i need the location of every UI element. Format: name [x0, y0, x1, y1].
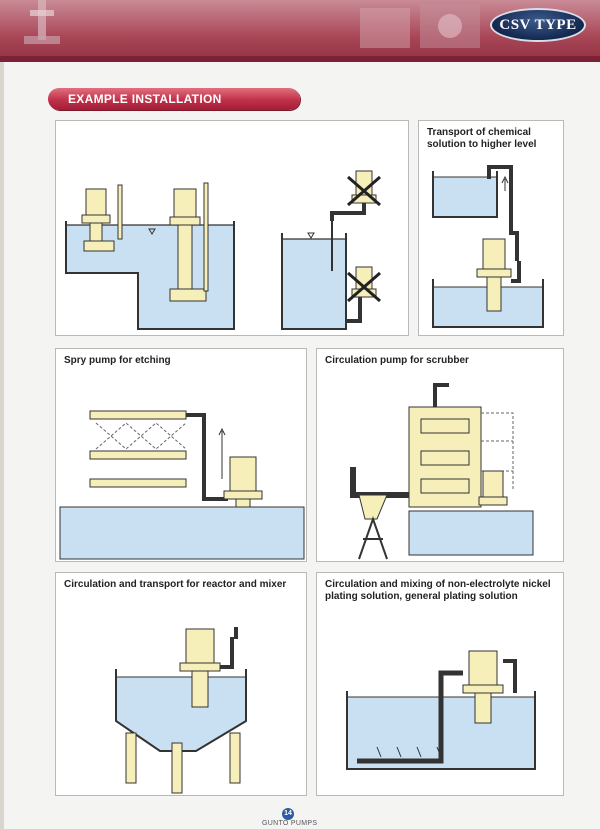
- header-equipment-image: [360, 4, 480, 48]
- nickel-plating-diagram: [346, 650, 536, 770]
- etching-tank: [59, 506, 305, 560]
- installation-comparison-diagram: [65, 170, 381, 330]
- scrubber-diagram: [350, 383, 534, 560]
- upper-tank: [432, 176, 498, 218]
- reactor-mixer-diagram: [115, 627, 247, 794]
- pump-motor-2: [173, 188, 197, 218]
- scrubber-tower: [408, 406, 482, 508]
- section-title: EXAMPLE INSTALLATION: [48, 88, 300, 110]
- reactor-pump-motor: [185, 628, 215, 664]
- scrubber-tank: [408, 510, 534, 556]
- panel-nickel-plating: Circulation and mixing of non-electrolyt…: [316, 572, 564, 796]
- caption-transport-higher-level: Transport of chemical solution to higher…: [427, 127, 537, 150]
- caption-reactor-mixer: Circulation and transport for reactor an…: [64, 579, 287, 590]
- panel-scrubber: Circulation pump for scrubber: [316, 348, 564, 562]
- plating-pump-motor: [468, 650, 498, 686]
- etching-pump-motor: [229, 456, 257, 492]
- transport-diagram: [432, 165, 544, 328]
- page-left-edge: [0, 62, 4, 829]
- header-machine-image: [24, 0, 60, 44]
- header-band: CSV TYPE: [0, 0, 600, 62]
- panel-transport-higher-level: Transport of chemical solution to higher…: [418, 120, 564, 336]
- pump-motor-1: [85, 188, 107, 216]
- caption-scrubber: Circulation pump for scrubber: [325, 355, 469, 366]
- csv-type-badge: CSV TYPE: [490, 8, 586, 42]
- caption-nickel-plating: Circulation and mixing of non-electrolyt…: [325, 579, 551, 602]
- page-number-badge: 14: [282, 808, 294, 820]
- spray-etching-diagram: [59, 410, 305, 560]
- footer-brand: GUNTO PUMPS: [262, 820, 318, 827]
- caption-spray-etching: Spry pump for etching: [64, 355, 171, 366]
- tank-right: [281, 238, 347, 330]
- panel-spray-etching: Spry pump for etching: [55, 348, 307, 562]
- panel-reactor-mixer: Circulation and transport for reactor an…: [55, 572, 307, 796]
- header-stripe: [0, 56, 600, 62]
- panel-installation-comparison: [55, 120, 409, 336]
